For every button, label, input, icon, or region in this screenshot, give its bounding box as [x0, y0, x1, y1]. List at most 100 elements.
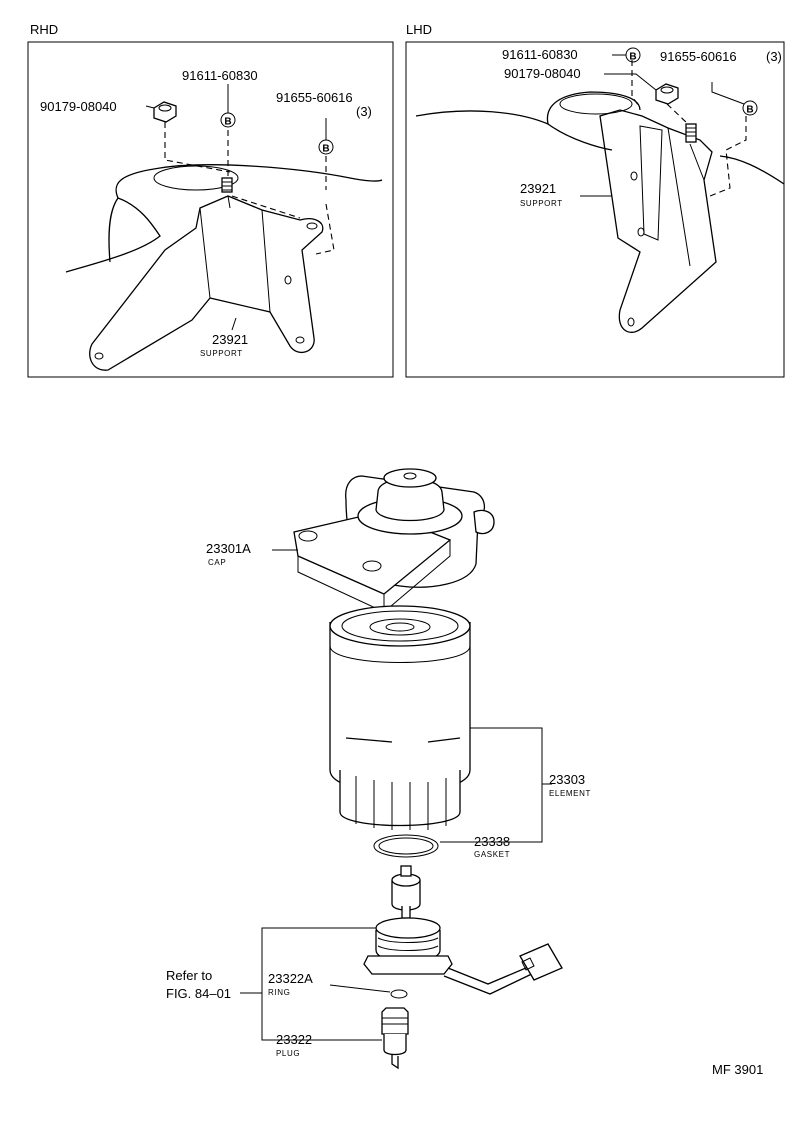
- cap-side-port: [473, 509, 495, 535]
- lhd-heading: LHD: [406, 22, 432, 37]
- rhd-stud: [221, 177, 233, 193]
- element-gasket-bracket: [464, 727, 543, 843]
- plug-part-name: PLUG: [276, 1049, 300, 1058]
- element-shoulder: [329, 645, 471, 663]
- sensor-threads: [377, 937, 439, 951]
- lhd-panel: LHD B B: [405, 22, 785, 378]
- plug-part-no: 23322: [276, 1032, 312, 1047]
- lhd-engine-right: [719, 155, 785, 185]
- sensor-body-top: [375, 917, 441, 939]
- cap-top-boss: [383, 468, 437, 488]
- lhd-label-bolt-right-qty: (3): [766, 49, 782, 64]
- svg-text:B: B: [224, 117, 231, 128]
- rhd-label-bolt-right-qty: (3): [356, 104, 372, 119]
- element-part: [329, 605, 471, 830]
- element-top-inner: [341, 610, 459, 642]
- lhd-hole-bottom: [627, 317, 635, 327]
- cap-part-name: CAP: [208, 558, 226, 567]
- rhd-mount-boss: [153, 165, 239, 191]
- element-part-name: ELEMENT: [549, 789, 591, 798]
- lhd-mount-boss: [559, 93, 633, 115]
- sensor-stem: [401, 906, 411, 919]
- cap-part-no: 23301A: [206, 541, 251, 556]
- sensor-tip: [400, 865, 412, 877]
- lhd-dash-top: [631, 60, 641, 109]
- rhd-stud-threads: [222, 181, 232, 191]
- element-bottom-grip: [339, 770, 461, 827]
- ring-part-no: 23322A: [268, 971, 313, 986]
- rhd-hole-top: [306, 222, 318, 230]
- filter-assembly: 23301A CAP 23303 ELEMENT 23338 GASKET Re…: [166, 468, 591, 1070]
- lhd-stud: [685, 123, 697, 143]
- lhd-bracket-slot: [639, 125, 663, 241]
- gasket-part-no: 23338: [474, 834, 510, 849]
- rhd-bracket-folds: [199, 195, 271, 313]
- element-grip-ribs: [355, 776, 447, 830]
- rhd-label-support-no: 23921: [212, 332, 248, 347]
- ring-outer: [390, 989, 408, 999]
- rhd-label-nut: 90179-08040: [40, 99, 117, 114]
- cap-plate-edges: [297, 540, 451, 613]
- lhd-marker-b-right: B: [742, 100, 758, 116]
- rhd-lead-support: [231, 317, 237, 331]
- rhd-engine-side: [108, 197, 119, 263]
- lhd-label-nut: 90179-08040: [504, 66, 581, 81]
- rhd-dash-nut: [164, 122, 231, 173]
- element-label-band: [345, 737, 461, 743]
- plug-body: [383, 1034, 407, 1056]
- rhd-support-bracket: [89, 195, 324, 371]
- rhd-panel: RHD B B: [27, 22, 394, 378]
- rhd-label-support-name: SUPPORT: [200, 349, 243, 358]
- element-top-rim: [329, 605, 471, 647]
- plug-part: [381, 1007, 409, 1070]
- ring-leader: [329, 984, 391, 993]
- rhd-heading: RHD: [30, 22, 58, 37]
- svg-text:B: B: [629, 52, 636, 63]
- sensor-wire: [447, 961, 541, 985]
- gasket-outer: [373, 834, 439, 858]
- gasket-part-name: GASKET: [474, 850, 510, 859]
- element-top-port: [385, 622, 415, 632]
- lhd-marker-b-top: B: [625, 47, 641, 63]
- lhd-label-bolt-right: 91655-60616: [660, 49, 737, 64]
- lhd-label-support-no: 23921: [520, 181, 556, 196]
- rhd-nut-icon: [153, 101, 177, 123]
- lhd-label-support-name: SUPPORT: [520, 199, 563, 208]
- lhd-label-bolt-top: 91611-60830: [502, 47, 578, 62]
- element-part-no: 23303: [549, 772, 585, 787]
- rhd-marker-b-right: B: [318, 139, 334, 155]
- sensor-wire-2: [443, 969, 541, 995]
- cap-part: [293, 468, 495, 613]
- lhd-nut-icon: [655, 83, 679, 105]
- rhd-hole-left: [94, 352, 104, 360]
- rhd-label-bolt-right: 91655-60616: [276, 90, 353, 105]
- rhd-lead-nut: [145, 105, 155, 109]
- connector-icon: [519, 943, 563, 981]
- plug-tip: [391, 1054, 399, 1070]
- rhd-dash-right: [315, 156, 335, 255]
- connector-latch: [521, 957, 535, 971]
- lhd-dash-nut: [666, 103, 689, 125]
- lhd-hole-a: [630, 171, 638, 181]
- rhd-hole-mid: [284, 275, 292, 285]
- ring-part: [390, 989, 408, 999]
- rhd-label-bolt-mid: 91611-60830: [182, 68, 258, 83]
- svg-text:B: B: [322, 144, 329, 155]
- gasket-inner: [378, 837, 434, 855]
- lhd-engine-side: [547, 123, 613, 151]
- refer-line-2: FIG. 84–01: [166, 986, 231, 1001]
- lhd-hole-b: [637, 227, 645, 237]
- lhd-frame: [405, 41, 785, 378]
- lhd-stud-threads: [686, 127, 696, 137]
- ring-part-name: RING: [268, 988, 290, 997]
- lhd-dash-right: [709, 116, 747, 197]
- plug-threads: [382, 1017, 408, 1025]
- rhd-dash-link: [231, 195, 301, 219]
- rhd-engine-outline: [65, 164, 383, 273]
- refer-line-1: Refer to: [166, 968, 212, 983]
- cap-bolt-hole-right: [362, 560, 382, 572]
- element-can: [329, 622, 471, 794]
- refer-bracket: [261, 927, 376, 1041]
